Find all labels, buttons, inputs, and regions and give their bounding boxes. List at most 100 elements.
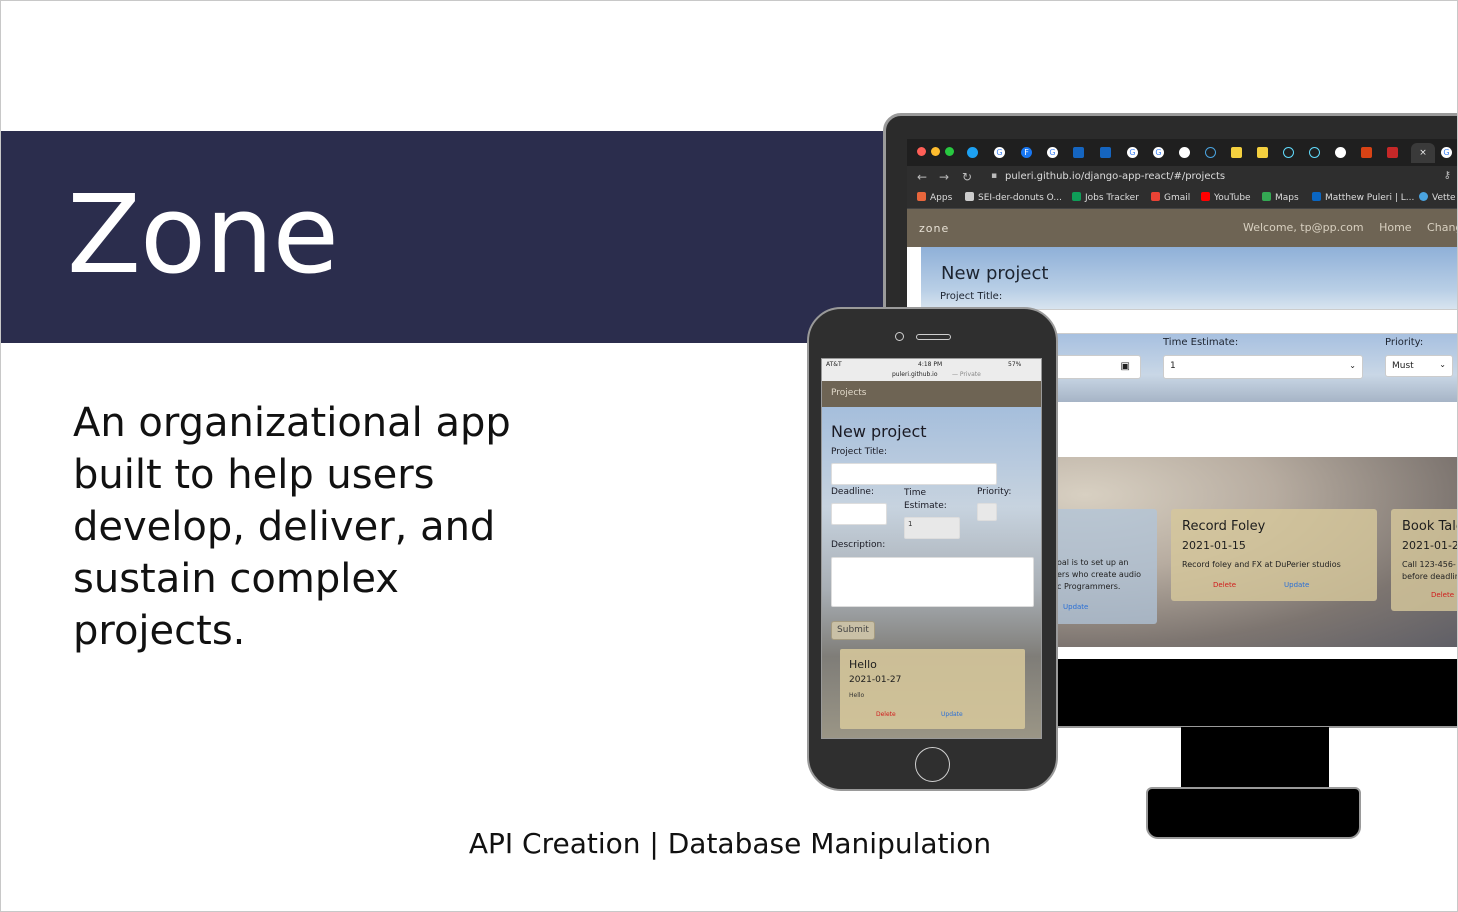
github-tab-icon[interactable]	[1335, 147, 1346, 158]
camera-icon	[895, 332, 904, 341]
bookmark-jobs[interactable]: Jobs Tracker	[1072, 192, 1139, 203]
app-navbar: zone Welcome, tp@pp.com Home Change Pa	[907, 209, 1457, 247]
app-nav-links: Welcome, tp@pp.com Home Change Pa	[1243, 221, 1457, 234]
tag-tab-icon[interactable]	[1231, 147, 1242, 158]
time-estimate-label: Time Estimate:	[1163, 337, 1239, 348]
phone-project-card: Hello 2021-01-27 Hello Delete Update	[840, 649, 1025, 729]
monitor-stand-base	[1146, 787, 1361, 839]
clock-label: 4:18 PM	[918, 361, 943, 368]
forward-arrow-icon[interactable]: →	[939, 170, 950, 184]
phone-deadline-input[interactable]	[831, 503, 887, 525]
loading-tab-icon[interactable]	[1205, 147, 1216, 158]
back-arrow-icon[interactable]: ←	[917, 170, 928, 184]
phone-time-estimate-select[interactable]: 1	[904, 517, 960, 539]
slide-title: Zone	[67, 173, 339, 298]
monitor-stand	[1181, 727, 1329, 797]
apps-grid-icon	[917, 192, 926, 201]
projects-link[interactable]: Projects	[831, 388, 867, 398]
phone-url[interactable]: puleri.github.io	[892, 371, 938, 378]
phone-new-project-heading: New project	[831, 422, 927, 441]
close-window-icon[interactable]	[917, 147, 926, 156]
change-password-link[interactable]: Change Pa	[1427, 221, 1457, 234]
speaker-grille	[916, 334, 951, 340]
calendar-icon[interactable]: ▣	[1120, 361, 1130, 372]
bookmark-vette[interactable]: Vette	[1419, 192, 1456, 203]
phone-priority-select[interactable]	[977, 503, 997, 521]
sheets-icon	[1072, 192, 1081, 201]
card-title: Book Tale	[1402, 519, 1458, 534]
update-button[interactable]: Update	[1284, 581, 1310, 589]
project-card: Record Foley 2021-01-15 Record foley and…	[1171, 509, 1377, 601]
time-estimate-select[interactable]: 1⌄	[1163, 355, 1363, 379]
carrier-label: AT&T	[826, 361, 842, 368]
project-title-label: Project Title:	[940, 291, 1003, 302]
card-title: Hello	[849, 658, 877, 671]
key-icon[interactable]: ⚷	[1443, 170, 1451, 181]
google-tab-icon[interactable]: G	[994, 147, 1005, 158]
maximize-window-icon[interactable]	[945, 147, 954, 156]
priority-label: Priority:	[1385, 337, 1424, 348]
maps-icon	[1262, 192, 1271, 201]
card-date: 2021-01-27	[849, 675, 902, 685]
address-bar: ← → ↻ ▪ puleri.github.io/django-app-reac…	[907, 166, 1457, 188]
submit-button[interactable]: Submit	[831, 621, 875, 640]
card-description: Record foley and FX at DuPerier studios	[1182, 560, 1341, 569]
bookmark-linkedin[interactable]: Matthew Puleri | L...	[1312, 192, 1414, 203]
graduation-tab-icon[interactable]	[1179, 147, 1190, 158]
card-date: 2021-01-2	[1402, 539, 1458, 552]
welcome-link[interactable]: Welcome, tp@pp.com	[1243, 221, 1364, 234]
priority-select[interactable]: Must⌄	[1385, 355, 1453, 377]
google-tab-icon[interactable]: G	[1441, 147, 1452, 158]
phone-description-label: Description:	[831, 540, 886, 550]
bookmark-apps[interactable]: Apps	[917, 192, 952, 203]
home-link[interactable]: Home	[1379, 221, 1412, 234]
project-card: oal is to set up an ers who create audio…	[1049, 509, 1157, 624]
bookmark-gmail[interactable]: Gmail	[1151, 192, 1190, 203]
app-tab-icon[interactable]	[1387, 147, 1398, 158]
phone-deadline-label: Deadline:	[831, 487, 874, 497]
google-tab-icon[interactable]: G	[1127, 147, 1138, 158]
delete-button[interactable]: Delete	[876, 711, 896, 718]
twitter-tab-icon[interactable]	[967, 147, 978, 158]
reload-icon[interactable]: ↻	[962, 170, 973, 184]
update-button[interactable]: Update	[1063, 603, 1089, 611]
phone-description-input[interactable]	[831, 557, 1034, 607]
battery-label: 57%	[1008, 361, 1022, 368]
card-title: Record Foley	[1182, 519, 1266, 534]
react-tab-icon[interactable]	[1283, 147, 1294, 158]
card-description: oal is to set up an ers who create audio…	[1057, 558, 1142, 591]
facebook-tab-icon[interactable]: F	[1021, 147, 1032, 158]
bookmark-tab-icon[interactable]	[1361, 147, 1372, 158]
mail-tab-icon[interactable]	[1073, 147, 1084, 158]
react-tab-icon[interactable]	[1309, 147, 1320, 158]
card-description: Call 123-456- before deadlin	[1402, 560, 1458, 581]
app-brand[interactable]: zone	[919, 222, 950, 235]
card-date: 2021-01-15	[1182, 539, 1246, 552]
slide-description: An organizational app built to help user…	[73, 400, 511, 654]
delete-button[interactable]: Delete	[1213, 581, 1236, 589]
new-project-heading: New project	[941, 263, 1049, 284]
delete-button[interactable]: Delete	[1431, 591, 1454, 599]
linkedin-icon	[1312, 192, 1321, 201]
update-button[interactable]: Update	[941, 711, 963, 718]
tag-tab-icon[interactable]	[1257, 147, 1268, 158]
bookmark-sei[interactable]: SEI-der-donuts O...	[965, 192, 1062, 203]
phone-time-estimate-label: Time Estimate:	[904, 488, 947, 511]
url-field[interactable]: puleri.github.io/django-app-react/#/proj…	[1005, 171, 1226, 182]
google-tab-icon[interactable]: G	[1153, 147, 1164, 158]
phone-project-title-label: Project Title:	[831, 447, 887, 457]
bookmark-maps[interactable]: Maps	[1262, 192, 1299, 203]
flag-tab-icon[interactable]	[1100, 147, 1111, 158]
phone-project-title-input[interactable]	[831, 463, 997, 485]
google-tab-icon[interactable]: G	[1047, 147, 1058, 158]
lock-icon: ▪	[991, 171, 998, 181]
close-tab-icon[interactable]: ×	[1411, 143, 1435, 163]
project-card: Book Tale 2021-01-2 Call 123-456- before…	[1391, 509, 1458, 611]
minimize-window-icon[interactable]	[931, 147, 940, 156]
title-banner	[1, 131, 896, 343]
home-button[interactable]	[915, 747, 950, 782]
phone-navbar: Projects	[822, 381, 1041, 407]
bookmark-youtube[interactable]: YouTube	[1201, 192, 1251, 203]
bookmarks-bar: Apps SEI-der-donuts O... Jobs Tracker Gm…	[907, 188, 1457, 209]
